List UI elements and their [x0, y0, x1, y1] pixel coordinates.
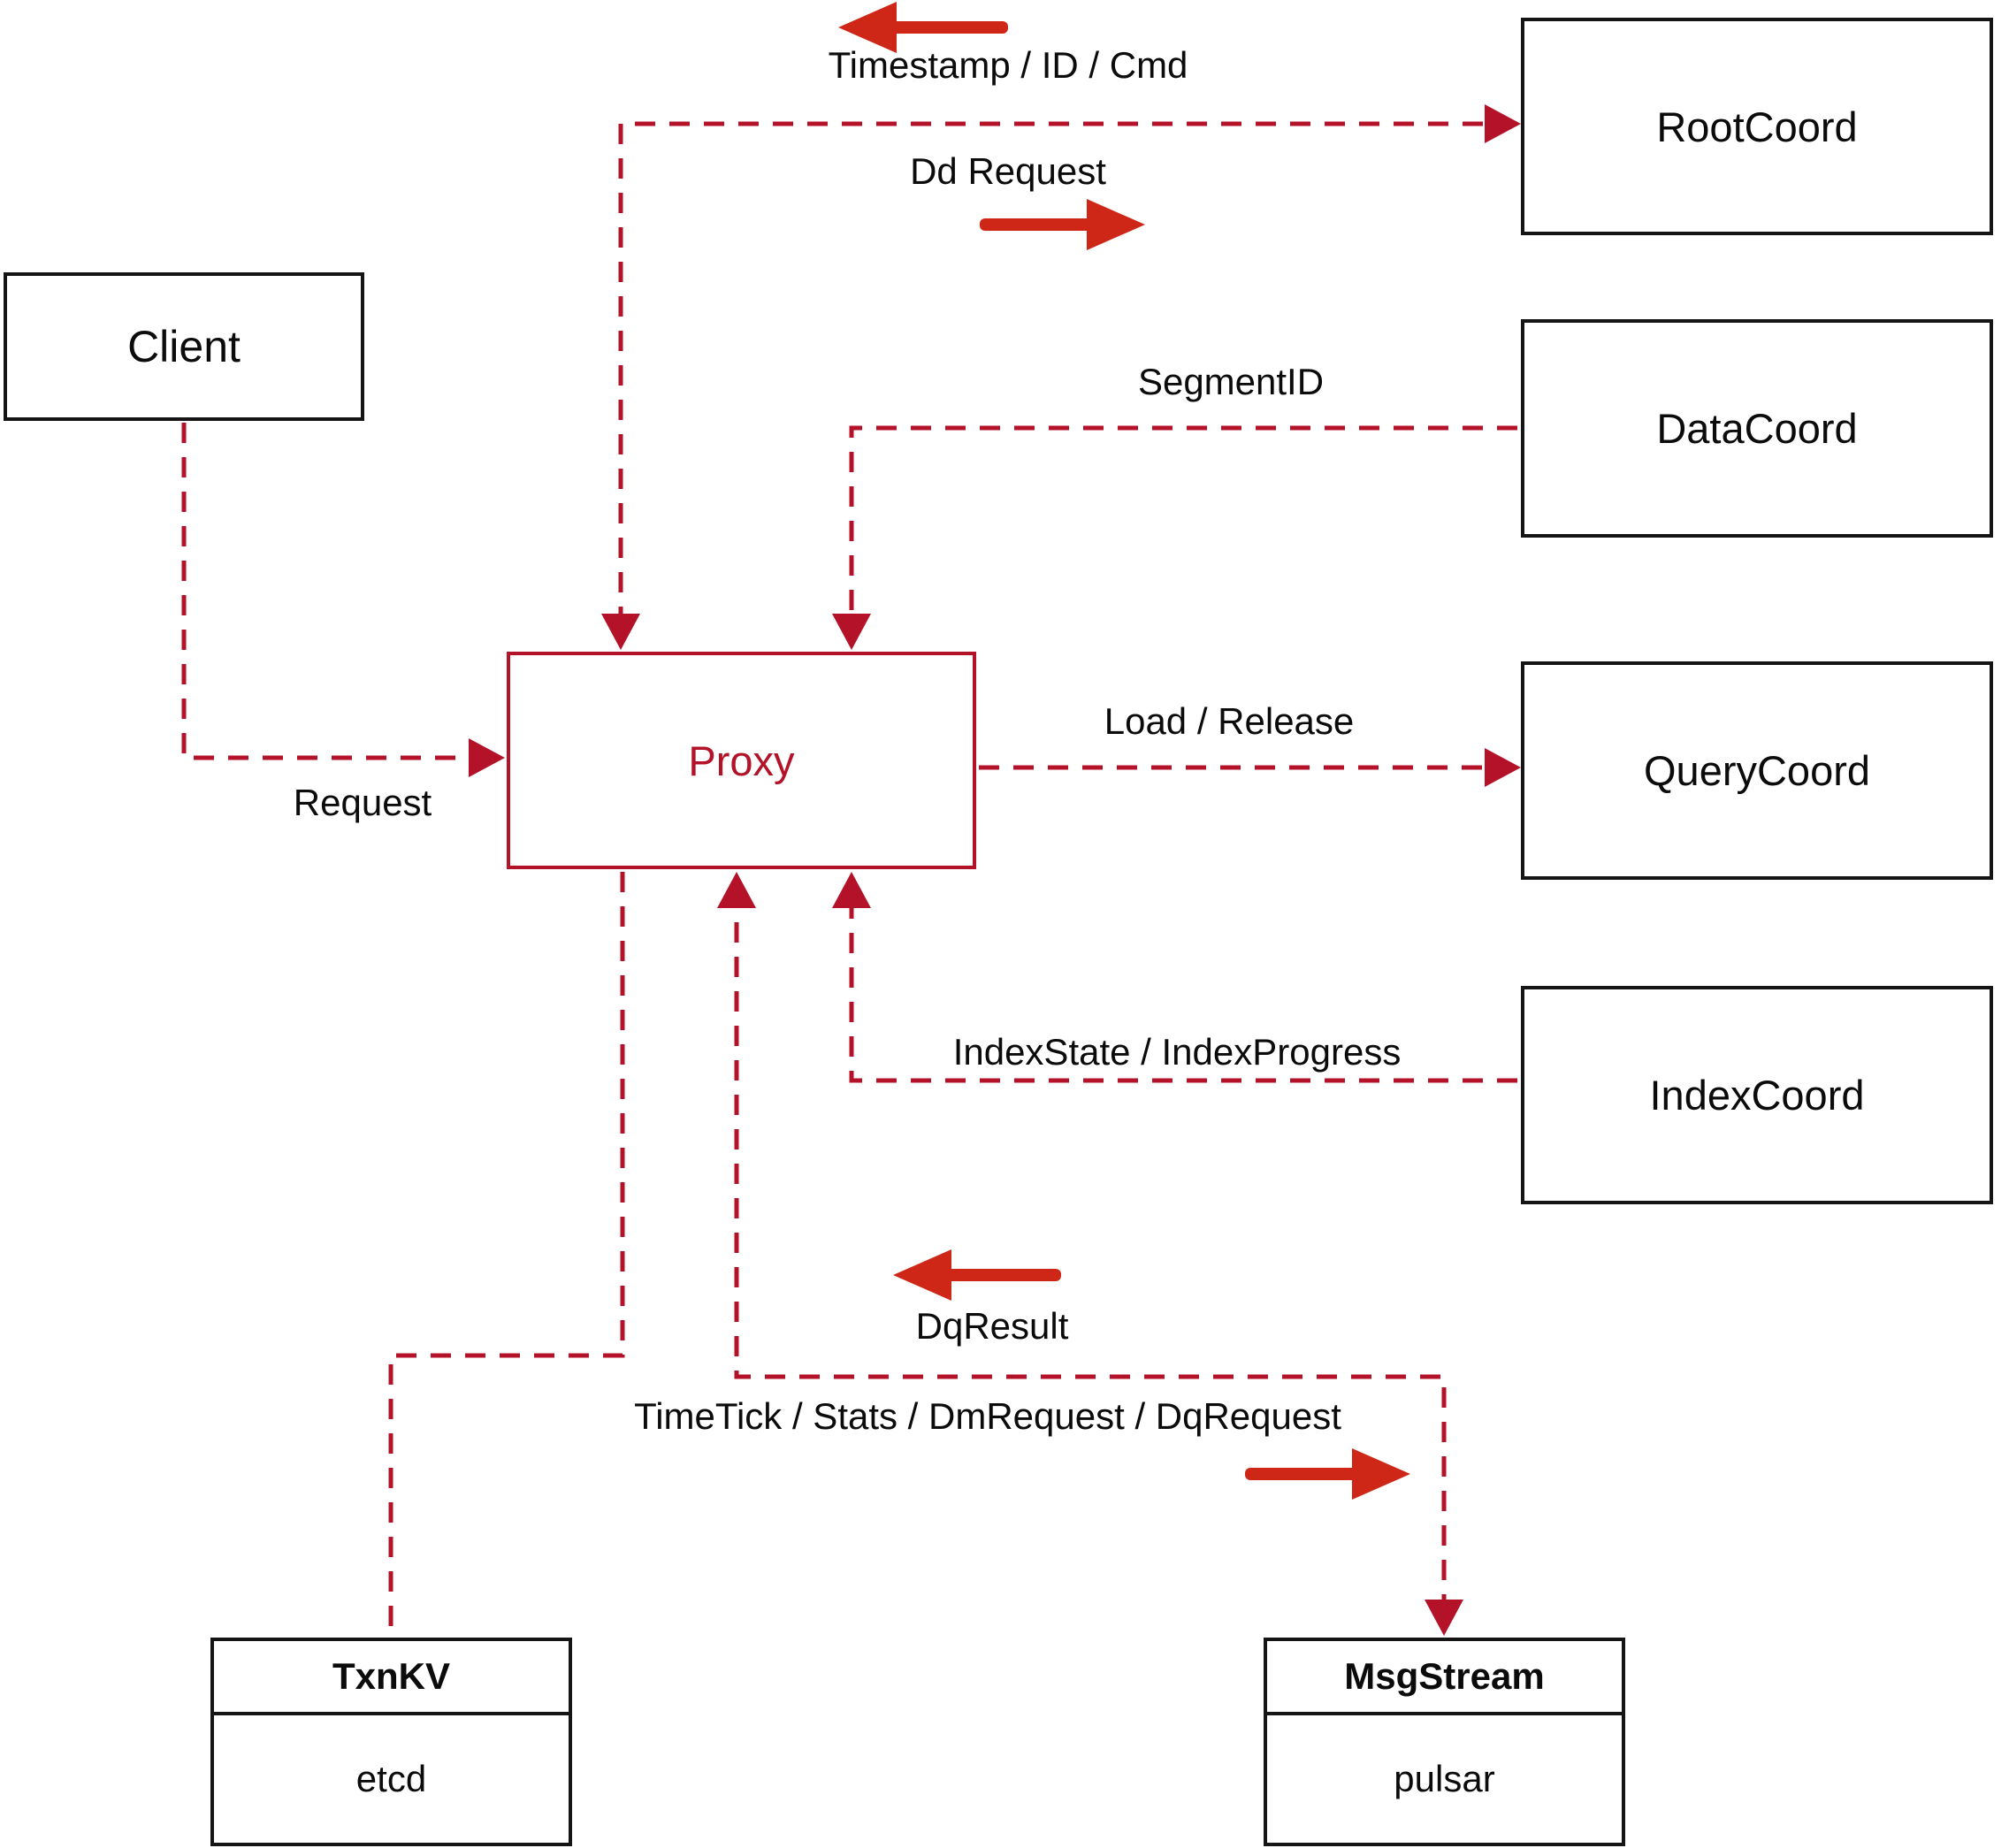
rootcoord-label: RootCoord — [1656, 103, 1858, 150]
msgstream-title: MsgStream — [1267, 1641, 1622, 1715]
client-node: Client — [4, 272, 364, 421]
edge-label-request: Request — [293, 782, 432, 823]
arrowhead-into-msgstream — [1425, 1600, 1463, 1636]
arrowhead-into-rootcoord — [1485, 104, 1521, 143]
arrowhead-into-proxy-top-right — [832, 614, 871, 650]
edge-label-index-state: IndexState / IndexProgress — [952, 1031, 1402, 1073]
txnkv-title: TxnKV — [214, 1641, 569, 1715]
client-label: Client — [127, 322, 241, 371]
edge-proxy-msgstream — [734, 888, 1447, 1618]
rootcoord-node: RootCoord — [1521, 18, 1993, 235]
proxy-label: Proxy — [688, 737, 795, 784]
txnkv-node: TxnKV etcd — [210, 1638, 572, 1846]
edge-label-dq-result: DqResult — [915, 1305, 1069, 1347]
edge-proxy-txnkv — [388, 872, 625, 1635]
msgstream-node: MsgStream pulsar — [1264, 1638, 1625, 1846]
indexcoord-node: IndexCoord — [1521, 986, 1993, 1204]
arrowhead-into-proxy-bottom-right — [832, 872, 871, 908]
edge-label-segment-id: SegmentID — [1137, 361, 1325, 402]
edge-label-time-tick: TimeTick / Stats / DmRequest / DqRequest — [634, 1395, 1341, 1437]
datacoord-node: DataCoord — [1521, 319, 1993, 538]
arrowhead-into-proxy-bottom-mid — [717, 872, 756, 908]
datacoord-label: DataCoord — [1656, 405, 1858, 452]
edge-label-timestamp-id-cmd: Timestamp / ID / Cmd — [828, 44, 1188, 86]
direction-arrow-left-dqresult — [893, 1249, 1061, 1301]
direction-arrow-left-timestamp — [838, 2, 1008, 53]
txnkv-subtitle: etcd — [355, 1758, 427, 1799]
direction-arrow-right-timetick — [1245, 1448, 1410, 1500]
arrowhead-into-proxy-top-left — [601, 614, 640, 650]
edge-label-dd-request: Dd Request — [910, 150, 1106, 192]
edge-datacoord-proxy — [849, 425, 1517, 633]
arrowhead-into-proxy-left — [469, 738, 505, 777]
msgstream-subtitle: pulsar — [1394, 1758, 1495, 1799]
direction-arrow-right-dd-request — [980, 199, 1145, 250]
edge-client-proxy — [181, 423, 492, 760]
edge-proxy-rootcoord — [618, 121, 1517, 633]
indexcoord-label: IndexCoord — [1649, 1072, 1865, 1119]
arrowhead-into-querycoord — [1485, 748, 1521, 787]
edge-indexcoord-proxy — [849, 888, 1517, 1083]
proxy-node: Proxy — [507, 652, 976, 869]
querycoord-label: QueryCoord — [1644, 747, 1870, 794]
edge-arrowheads — [469, 104, 1521, 1636]
edge-label-load-release: Load / Release — [1104, 700, 1355, 742]
querycoord-node: QueryCoord — [1521, 661, 1993, 880]
